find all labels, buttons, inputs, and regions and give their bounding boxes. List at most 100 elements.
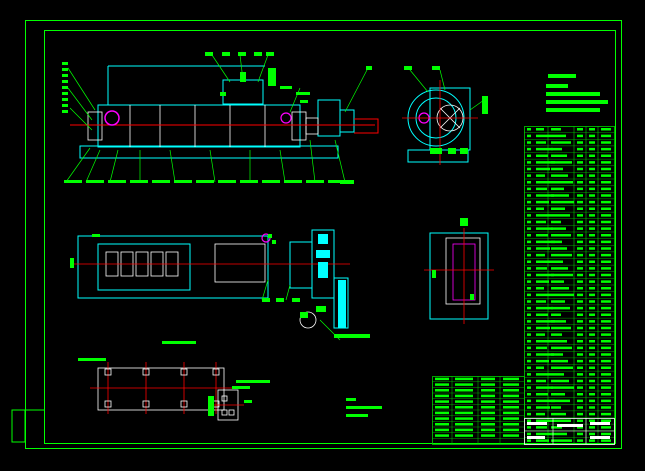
revision-table-cell <box>435 411 449 415</box>
parts-list-cell <box>589 300 595 303</box>
leader-line <box>211 54 231 83</box>
parts-list-cell <box>601 346 611 350</box>
detail-view[interactable] <box>208 389 252 421</box>
parts-list-cell <box>601 161 611 164</box>
parts-list-cell <box>589 333 595 336</box>
parts-list-cell <box>536 234 548 237</box>
label-block <box>70 258 74 268</box>
parts-list-cell <box>601 174 611 177</box>
parts-list-cell <box>589 386 595 389</box>
parts-list-cell <box>551 141 571 144</box>
foundation-plan-view[interactable] <box>78 341 270 414</box>
label-block <box>268 68 276 86</box>
parts-list-cell <box>601 439 611 442</box>
parts-list-cell <box>577 200 583 204</box>
detail-bolt <box>228 409 235 416</box>
leader-line <box>257 54 269 83</box>
parts-list-cell <box>601 399 611 403</box>
parts-list-cell <box>577 161 583 164</box>
parts-list-cell <box>551 260 563 263</box>
parts-list-cell <box>536 161 555 164</box>
parts-list-cell <box>601 373 611 376</box>
parts-list-cell <box>601 366 611 369</box>
revision-table[interactable] <box>432 376 525 445</box>
anchor-bolt <box>142 368 150 376</box>
plan-view[interactable] <box>70 229 370 341</box>
parts-list-cell <box>577 393 583 396</box>
label-block <box>448 148 456 154</box>
label-block <box>316 306 326 312</box>
parts-list-cell <box>601 426 611 429</box>
parts-list-cell <box>536 313 548 316</box>
parts-list-cell <box>551 333 562 336</box>
label-block <box>460 218 468 226</box>
parts-list-cell <box>527 273 531 277</box>
parts-list-cell <box>536 287 544 290</box>
parts-list-cell <box>551 247 567 250</box>
parts-list-cell <box>589 426 595 429</box>
parts-list-cell <box>589 353 595 356</box>
parts-list-cell <box>536 393 548 396</box>
title-block-field <box>590 422 610 425</box>
parts-list-cell <box>551 134 566 138</box>
parts-list-cell <box>601 207 611 210</box>
parts-list-cell <box>536 399 555 403</box>
revision-table-cell <box>481 406 495 409</box>
coupling <box>305 117 319 135</box>
leader-line <box>409 69 429 93</box>
parts-list-cell <box>577 333 583 336</box>
parts-list-cell <box>527 366 531 369</box>
outer-frame <box>25 20 622 449</box>
parts-list-cell <box>601 141 611 144</box>
parts-list-cell <box>601 406 611 409</box>
parts-list-table[interactable] <box>524 126 615 445</box>
parts-list-cell <box>589 379 595 383</box>
leader-line <box>469 99 485 111</box>
parts-list-cell <box>551 194 569 197</box>
parts-list-cell <box>589 393 595 396</box>
revision-table-cell <box>455 394 473 398</box>
section-view[interactable] <box>424 218 494 324</box>
label-block <box>546 84 568 88</box>
parts-list-cell <box>601 273 611 277</box>
parts-list-cell <box>601 340 611 343</box>
revision-table-cell <box>455 411 473 415</box>
revision-table-cell <box>435 428 449 432</box>
parts-list-cell <box>551 386 574 389</box>
parts-list-cell <box>601 134 611 138</box>
parts-list-cell <box>527 313 531 316</box>
label-block <box>205 52 213 56</box>
parts-list-cell <box>551 439 572 442</box>
parts-list-cell <box>536 419 552 422</box>
frame-corner-block <box>11 409 26 443</box>
label-block <box>292 298 300 302</box>
title-block[interactable] <box>524 418 615 445</box>
revision-table-cell <box>455 417 473 420</box>
label-block <box>268 234 272 238</box>
technical-notes <box>546 74 608 112</box>
label-block <box>62 98 68 101</box>
parts-list-cell <box>577 141 583 144</box>
parts-list-cell <box>589 200 595 204</box>
label-block <box>236 380 270 383</box>
revision-table-cell <box>503 389 519 392</box>
side-elevation-view[interactable] <box>62 52 379 184</box>
end-elevation-view[interactable] <box>402 66 488 165</box>
parts-list-cell <box>536 373 551 376</box>
section-outer <box>429 232 489 320</box>
parts-list-cell <box>589 128 595 131</box>
parts-list-cell <box>577 181 583 184</box>
parts-list-cell <box>577 267 583 270</box>
revision-table-cell <box>481 389 495 392</box>
parts-list-cell <box>536 154 548 157</box>
label-block <box>222 52 230 56</box>
parts-list-cell <box>551 313 561 316</box>
parts-list-cell <box>589 174 595 177</box>
parts-list-cell <box>601 320 611 323</box>
parts-list-cell <box>536 220 546 224</box>
revision-table-cell <box>503 383 519 386</box>
parts-list-cell <box>551 167 563 171</box>
parts-list-cell <box>527 399 531 403</box>
